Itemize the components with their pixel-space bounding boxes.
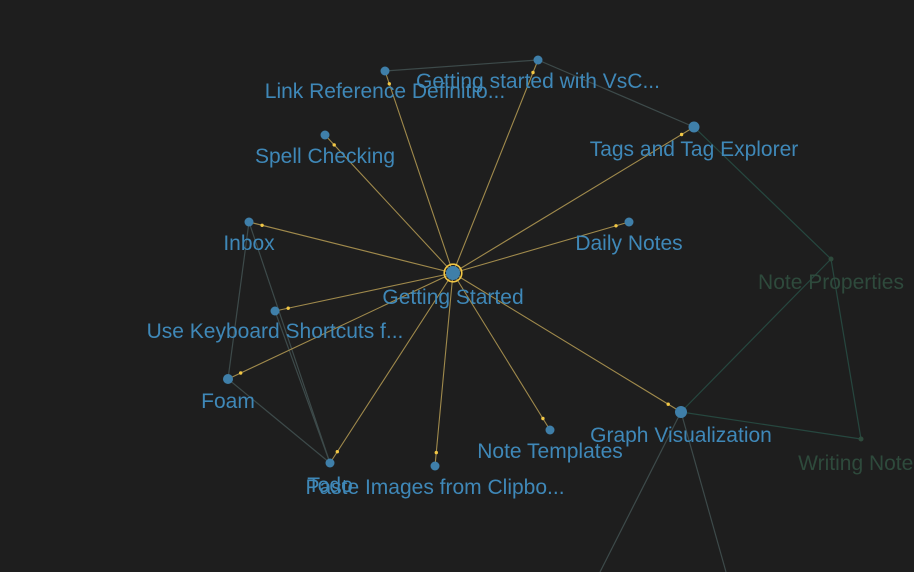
edge-particle-foam [239, 371, 243, 375]
edge-particle-daily-notes [614, 224, 618, 228]
graph-node-inbox[interactable] [244, 217, 254, 227]
graph-node-label-todo[interactable]: Todo [307, 474, 353, 497]
graph-node-foam[interactable] [223, 374, 233, 384]
edge-graph-visualization-to-note-properties [680, 258, 832, 413]
edge-foam-to-todo [227, 378, 331, 464]
graph-node-tags-explorer[interactable] [688, 121, 700, 133]
edge-particle-paste-images [434, 450, 438, 455]
edge-link-reference-to-getting-started-vsc [384, 59, 539, 72]
label-layer: Getting Started Link Reference Definitio.… [147, 70, 914, 499]
edge-getting-started-to-todo [329, 272, 454, 464]
edge-particle-keyboard-shortcuts [286, 306, 290, 310]
graph-node-label-inbox[interactable]: Inbox [223, 232, 275, 255]
edge-getting-started-vsc-to-tags-explorer [537, 59, 695, 128]
edge-particle-getting-started-vsc [531, 70, 535, 75]
edge-getting-started-to-tags-explorer [452, 126, 695, 274]
graph-node-label-link-reference[interactable]: Link Reference Definitio... [265, 80, 505, 103]
node-layer [223, 55, 864, 471]
edge-getting-started-to-link-reference [384, 70, 454, 274]
graph-node-getting-started[interactable] [443, 263, 463, 283]
edge-keyboard-shortcuts-to-todo [274, 310, 331, 464]
edge-getting-started-to-graph-visualization [452, 272, 682, 413]
edge-getting-started-to-inbox [248, 221, 454, 274]
edge-getting-started-to-keyboard-shortcuts [274, 272, 454, 312]
edge-particle-tags-explorer [679, 132, 684, 137]
graph-node-label-spell-checking[interactable]: Spell Checking [255, 145, 395, 168]
edge-particle-link-reference [387, 82, 391, 86]
edge-getting-started-to-note-templates [452, 272, 551, 431]
graph-node-label-note-templates[interactable]: Note Templates [477, 440, 623, 463]
edge-graph-visualization-offscreen-2 [680, 411, 727, 572]
graph-node-label-paste-images[interactable]: Paste Images from Clipbo... [305, 476, 564, 499]
graph-node-keyboard-shortcuts[interactable] [270, 306, 280, 316]
edge-particle-graph-visualization [666, 402, 670, 406]
graph-node-label-keyboard-shortcuts[interactable]: Use Keyboard Shortcuts f... [147, 320, 404, 343]
edge-particle-todo [335, 450, 339, 454]
graph-node-link-reference[interactable] [380, 66, 390, 76]
graph-node-writing-notes[interactable] [858, 436, 864, 442]
edge-graph-visualization-to-writing-notes [680, 411, 862, 440]
particle-layer [239, 70, 684, 455]
edge-inbox-to-todo [248, 221, 331, 464]
edge-getting-started-to-spell-checking [324, 134, 454, 274]
edge-note-properties-to-writing-notes [830, 258, 862, 440]
graph-node-note-properties[interactable] [828, 256, 834, 262]
graph-node-graph-visualization[interactable] [675, 406, 687, 418]
edge-graph-visualization-offscreen-1 [599, 411, 682, 572]
graph-node-label-foam[interactable]: Foam [201, 390, 255, 413]
graph-node-paste-images[interactable] [430, 461, 440, 471]
graph-node-label-getting-started-vsc[interactable]: Getting started with VsC... [416, 70, 660, 93]
edge-tags-explorer-to-note-properties [693, 126, 832, 260]
graph-node-label-note-properties[interactable]: Note Properties [758, 271, 904, 294]
graph-node-label-graph-visualization[interactable]: Graph Visualization [590, 424, 772, 447]
graph-node-label-getting-started[interactable]: Getting Started [382, 286, 523, 309]
edge-particle-spell-checking [332, 143, 336, 147]
edge-particle-note-templates [541, 416, 545, 421]
graph-node-daily-notes[interactable] [624, 217, 634, 227]
graph-node-spell-checking[interactable] [320, 130, 330, 140]
edge-getting-started-to-foam [227, 272, 454, 380]
graph-node-label-daily-notes[interactable]: Daily Notes [575, 232, 682, 255]
graph-node-label-tags-explorer[interactable]: Tags and Tag Explorer [590, 138, 799, 161]
edge-getting-started-to-daily-notes [452, 221, 630, 274]
graph-node-note-templates[interactable] [545, 425, 555, 435]
graph-node-todo[interactable] [325, 458, 335, 468]
edge-inbox-to-foam [227, 221, 250, 380]
graph-node-label-writing-notes[interactable]: Writing Notes [798, 452, 914, 475]
edge-getting-started-to-getting-started-vsc [452, 59, 539, 274]
edge-getting-started-to-paste-images [434, 272, 454, 467]
edge-particle-inbox [260, 223, 264, 227]
edge-layer [227, 59, 862, 572]
graph-node-getting-started-vsc[interactable] [533, 55, 543, 65]
